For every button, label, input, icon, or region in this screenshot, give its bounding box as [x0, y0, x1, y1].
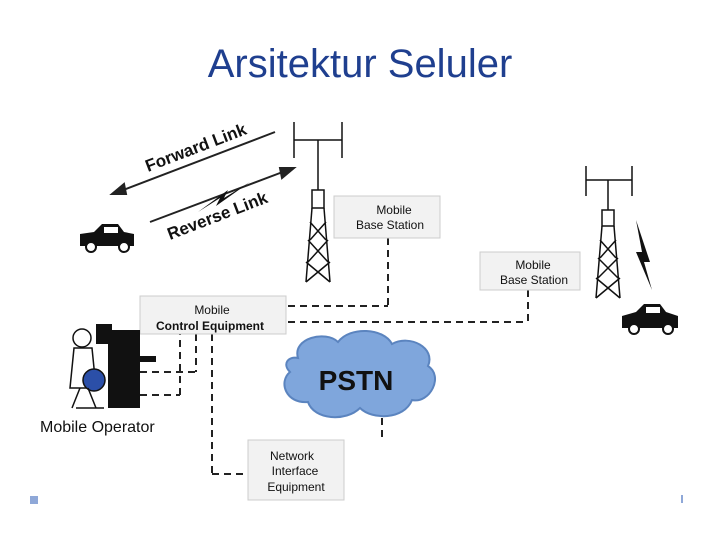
operator-person-icon [69, 328, 106, 409]
network-interface-label-3: Equipment [267, 480, 325, 494]
control-equipment-label-1: Mobile [194, 303, 230, 317]
dashed-connections [140, 238, 529, 475]
car-icon-2 [622, 304, 678, 335]
network-interface-label-2: Interface [272, 464, 319, 478]
slide-bullet-marker [30, 496, 38, 504]
antenna-tower-icon [293, 122, 343, 283]
mobile-operator-label: Mobile Operator [40, 419, 155, 436]
base-station-label-3: Mobile [515, 258, 551, 272]
base-station-label-2: Base Station [356, 218, 424, 232]
base-station-box [333, 195, 441, 239]
slide-tick-marker [681, 495, 683, 503]
network-interface-box [247, 439, 345, 501]
slide-title: Arsitektur Seluler [207, 42, 513, 86]
network-interface-label-1: Network [270, 449, 315, 463]
base-station-box-2 [479, 251, 581, 291]
operator-console-icon [96, 324, 156, 408]
lightning-bolt-icon [198, 182, 652, 290]
car-icon [80, 224, 134, 253]
base-station-label-4: Base Station [500, 273, 568, 287]
pstn-cloud-icon [283, 329, 436, 419]
control-equipment-label-2: Control Equipment [156, 319, 264, 333]
antenna-tower-icon-2 [585, 166, 633, 299]
pstn-label: PSTN [319, 365, 394, 396]
base-station-label-1: Mobile [376, 203, 412, 217]
link-arrows [109, 131, 297, 223]
control-equipment-box [139, 295, 287, 335]
